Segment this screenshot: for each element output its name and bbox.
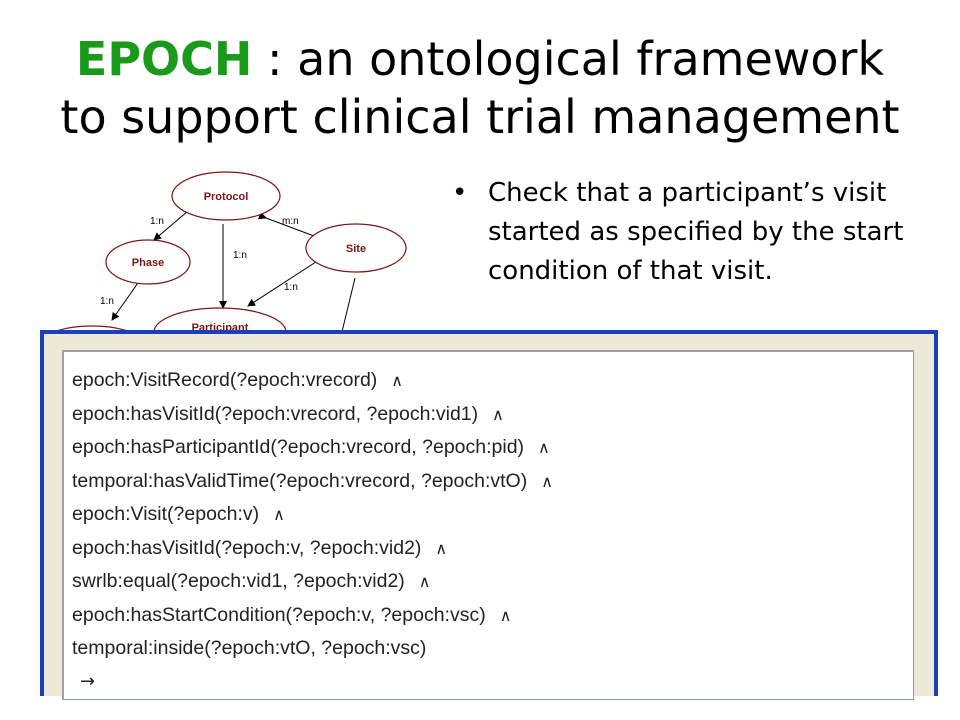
node-phase bbox=[105, 239, 191, 285]
ontology-diagram: Protocol Phase Site Participant 1:n m:n … bbox=[45, 171, 407, 340]
bullet-text: Check that a participant’s visit started… bbox=[488, 178, 904, 286]
node-protocol bbox=[171, 171, 281, 221]
edge-protocol-phase bbox=[153, 210, 189, 241]
conjunction-symbol: ∧ bbox=[435, 538, 448, 558]
rule-atom: epoch:hasParticipantId(?epoch:vrecord, ?… bbox=[72, 436, 525, 458]
title-line-2: to support clinical trial management bbox=[60, 90, 900, 144]
title-rest: : an ontological framework bbox=[252, 32, 885, 86]
rule-editor-panel: epoch:VisitRecord(?epoch:vrecord)∧epoch:… bbox=[44, 334, 934, 700]
edge-label-protocol-participant: 1:n bbox=[233, 250, 247, 261]
swrl-rule-textarea[interactable]: epoch:VisitRecord(?epoch:vrecord)∧epoch:… bbox=[62, 350, 914, 700]
bullet-icon: • bbox=[452, 178, 468, 208]
rule-atom: epoch:hasStartCondition(?epoch:v, ?epoch… bbox=[72, 603, 486, 626]
conjunction-symbol: ∧ bbox=[273, 505, 285, 524]
rule-atom-line: temporal:hasValidTime(?epoch:vrecord, ?e… bbox=[72, 465, 913, 499]
rule-atom: epoch:VisitRecord(?epoch:vrecord) bbox=[72, 369, 378, 391]
rule-atom: epoch:Visit(?epoch:v) bbox=[72, 503, 260, 525]
edge-site-down bbox=[339, 277, 356, 340]
rule-atom-line: epoch:hasVisitId(?epoch:v, ?epoch:vid2) ∧ bbox=[72, 532, 913, 566]
rule-implication-line: → bbox=[72, 665, 913, 699]
rule-atom-line: epoch:hasVisitId(?epoch:vrecord, ?epoch:… bbox=[72, 398, 913, 432]
title-accent: EPOCH bbox=[75, 32, 253, 86]
edge-site-participant bbox=[247, 250, 331, 307]
edge-label-phase-down: 1:n bbox=[100, 296, 114, 307]
rule-editor-window: epoch:VisitRecord(?epoch:vrecord)∧epoch:… bbox=[40, 330, 938, 700]
slide-title: EPOCH : an ontological framework to supp… bbox=[0, 30, 960, 146]
bullet-point: • Check that a participant’s visit start… bbox=[452, 174, 922, 291]
conjunction-symbol: ∧ bbox=[541, 471, 553, 491]
rule-atom-line: epoch:hasParticipantId(?epoch:vrecord, ?… bbox=[72, 431, 913, 465]
edge-label-site-participant: 1:n bbox=[284, 282, 298, 293]
conjunction-symbol: ∧ bbox=[538, 438, 550, 457]
rule-atom-line: epoch:hasStartCondition(?epoch:v, ?epoch… bbox=[72, 599, 913, 633]
edge-phase-down bbox=[111, 279, 141, 321]
node-site bbox=[305, 223, 407, 273]
conjunction-symbol: ∧ bbox=[492, 404, 504, 424]
rule-atom: epoch:hasVisitId(?epoch:v, ?epoch:vid2) bbox=[72, 536, 422, 559]
conjunction-symbol: ∧ bbox=[499, 605, 512, 625]
node-protocol-label: Protocol bbox=[204, 191, 249, 203]
rule-atom: epoch:hasVisitId(?epoch:vrecord, ?epoch:… bbox=[72, 402, 479, 425]
rule-atom: temporal:hasValidTime(?epoch:vrecord, ?e… bbox=[72, 469, 528, 492]
rule-atom-line: temporal:inside(?epoch:vtO, ?epoch:vsc) bbox=[72, 632, 913, 665]
title-line-1: EPOCH : an ontological framework bbox=[0, 30, 960, 88]
conjunction-symbol: ∧ bbox=[418, 572, 431, 591]
rule-atom-line: epoch:VisitRecord(?epoch:vrecord) ∧ bbox=[72, 364, 913, 398]
rule-atom-line: swrlb:equal(?epoch:vid1, ?epoch:vid2) ∧ bbox=[72, 565, 913, 599]
node-phase-label: Phase bbox=[132, 257, 164, 269]
edge-label-protocol-phase: 1:n bbox=[150, 216, 164, 227]
node-site-label: Site bbox=[346, 243, 366, 255]
conjunction-symbol: ∧ bbox=[391, 371, 404, 390]
rule-atom: swrlb:equal(?epoch:vid1, ?epoch:vid2) bbox=[72, 570, 405, 592]
edge-label-protocol-site: m:n bbox=[282, 216, 299, 227]
rule-atom-line: epoch:Visit(?epoch:v) ∧ bbox=[72, 498, 913, 532]
implies-arrow-icon: → bbox=[80, 670, 96, 692]
rule-atom: temporal:inside(?epoch:vtO, ?epoch:vsc) bbox=[72, 637, 427, 659]
